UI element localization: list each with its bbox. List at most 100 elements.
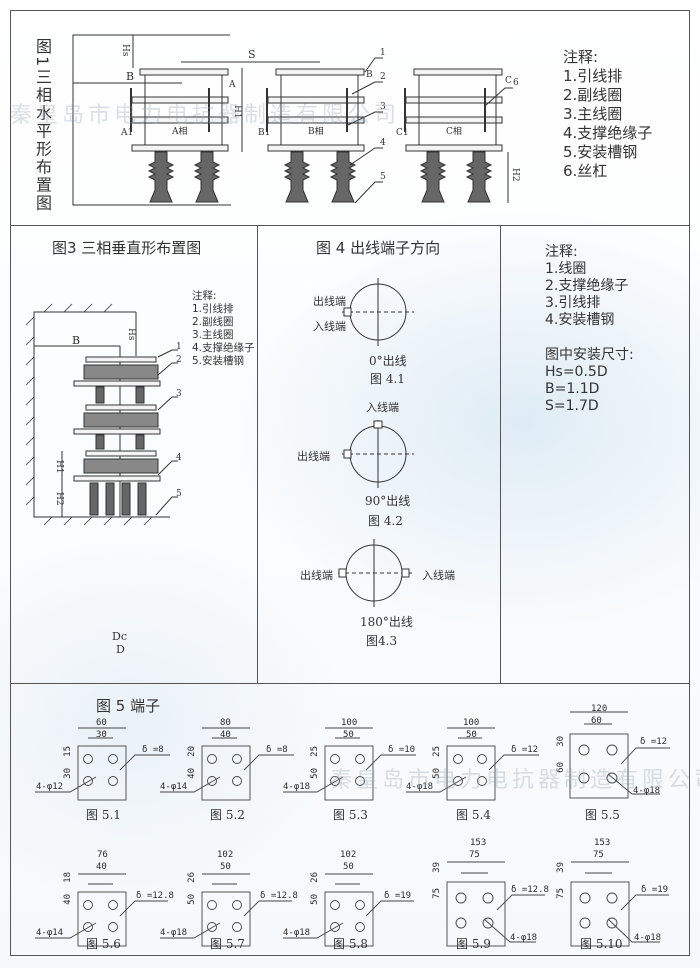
fig4-title: 图 4 出线端子方向 bbox=[316, 239, 441, 257]
watermark-top: 秦皇岛市电力电抗器制造有限公司 bbox=[10, 103, 401, 128]
fig3-note-2: 2.副线圈 bbox=[192, 316, 234, 328]
fig1-terminal-c: C bbox=[505, 76, 512, 86]
col-divider-1 bbox=[257, 225, 258, 683]
fig3-dim-h1: H1 bbox=[54, 460, 64, 474]
t56-width: 76 bbox=[97, 850, 108, 860]
fig42-out-label: 出线端 bbox=[297, 450, 330, 463]
fig1-dim-h1: H1 bbox=[232, 105, 242, 119]
fig1-phase-c: C相 bbox=[446, 127, 462, 137]
t510-top: 39 bbox=[556, 862, 566, 873]
t51-caption: 图 5.1 bbox=[86, 808, 121, 822]
fig1-dim-b: B bbox=[126, 70, 135, 83]
t59-thickness: δ =12.8 bbox=[511, 885, 549, 895]
fig41-angle: 0°出线 bbox=[369, 354, 407, 368]
fig1-terminal-a: A bbox=[229, 80, 236, 90]
t52-width: 80 bbox=[220, 718, 231, 728]
fig1-note-3: 3.主线圈 bbox=[563, 105, 623, 123]
t54-caption: 图 5.4 bbox=[456, 808, 491, 822]
fig3-title: 图3 三相垂直形布置图 bbox=[52, 239, 202, 257]
t54-pitch-x: 50 bbox=[466, 730, 477, 740]
panel-dim-b: B=1.1D bbox=[545, 381, 600, 397]
t53-caption: 图 5.3 bbox=[333, 808, 368, 822]
fig1-terminal-b: B bbox=[366, 70, 373, 80]
fig1-dim-h2: H2 bbox=[510, 168, 520, 182]
fig4-drawing bbox=[338, 278, 414, 607]
fig3-note-1: 1.引线排 bbox=[192, 303, 234, 315]
t56-pitch-y: 40 bbox=[63, 894, 73, 905]
watermark-bottom: 秦皇岛市电力电抗器制造有限公司 bbox=[330, 768, 700, 793]
t59-holes: 4-φ18 bbox=[510, 933, 538, 943]
fig43-angle: 180°出线 bbox=[360, 615, 413, 629]
fig1-terminal-b1: B1 bbox=[258, 128, 271, 138]
t51-holes: 4-φ12 bbox=[36, 782, 64, 792]
t510-pitch-x: 75 bbox=[593, 850, 604, 860]
col-divider-2 bbox=[500, 225, 501, 683]
t58-caption: 图 5.8 bbox=[333, 937, 368, 951]
fig42-caption: 图 4.2 bbox=[368, 514, 403, 528]
fig3-note-3: 3.主线圈 bbox=[192, 329, 234, 341]
t58-thickness: δ =19 bbox=[384, 891, 412, 901]
t55-top: 30 bbox=[556, 736, 566, 747]
panel-dims: 图中安装尺寸: Hs=0.5D B=1.1D S=1.7D bbox=[545, 347, 634, 415]
fig3-callout-3: 3 bbox=[176, 389, 182, 399]
fig3-callout-2: 2 bbox=[176, 355, 182, 365]
fig3-callout-1: 1 bbox=[176, 342, 182, 352]
fig43-out-label: 出线端 bbox=[300, 569, 333, 582]
t56-caption: 图 5.6 bbox=[86, 937, 121, 951]
fig3-note-5: 5.安装槽钢 bbox=[192, 355, 245, 367]
fig42-angle: 90°出线 bbox=[365, 494, 411, 508]
t56-holes: 4-φ14 bbox=[36, 928, 64, 938]
fig1-note-1: 1.引线排 bbox=[563, 67, 623, 85]
panel-note-1: 1.线圈 bbox=[545, 261, 587, 277]
panel-dim-s: S=1.7D bbox=[545, 398, 599, 414]
fig3-note-4: 4.支撑绝缘子 bbox=[192, 342, 255, 354]
fig3-dim-b: B bbox=[72, 334, 81, 347]
fig1-callout-6: 6 bbox=[513, 78, 519, 88]
fig3-plan-dim-dc: Dc bbox=[112, 630, 127, 643]
t56-thickness: δ =12.8 bbox=[136, 891, 174, 901]
t510-pitch-y: 75 bbox=[556, 888, 566, 899]
fig1-phase-b: B相 bbox=[308, 127, 324, 137]
t55-caption: 图 5.5 bbox=[585, 808, 620, 822]
t57-thickness: δ =12.8 bbox=[260, 891, 298, 901]
t59-top: 39 bbox=[432, 862, 442, 873]
fig5-drawing bbox=[35, 711, 670, 947]
t51-top: 15 bbox=[63, 746, 73, 757]
t57-top: 26 bbox=[187, 872, 197, 883]
t53-holes: 4-φ18 bbox=[283, 782, 311, 792]
outer-frame bbox=[10, 10, 690, 956]
fig41-caption: 图 4.1 bbox=[370, 372, 405, 386]
t51-width: 60 bbox=[96, 718, 107, 728]
t52-thickness: δ =8 bbox=[266, 745, 288, 755]
fig1-note-6: 6.丝杠 bbox=[563, 162, 608, 180]
panel-note-4: 4.安装槽钢 bbox=[545, 312, 615, 328]
row-divider-1 bbox=[10, 225, 690, 226]
fig5-title: 图 5 端子 bbox=[96, 697, 161, 715]
fig1-note-5: 5.安装槽钢 bbox=[563, 143, 638, 161]
t55-thickness: δ =12 bbox=[640, 737, 668, 747]
panel-dims-title: 图中安装尺寸: bbox=[545, 347, 634, 363]
t510-caption: 图 5.10 bbox=[580, 937, 623, 951]
fig1-dim-hs: Hs bbox=[120, 44, 130, 57]
t59-pitch-y: 75 bbox=[432, 888, 442, 899]
fig3-dim-h2: H2 bbox=[54, 492, 64, 506]
panel-notes: 注释: 1.线圈 2.支撑绝缘子 3.引线排 4.安装槽钢 bbox=[545, 244, 628, 329]
fig42-in-label: 入线端 bbox=[366, 401, 399, 414]
fig1-callout-2: 2 bbox=[380, 72, 386, 82]
fig1-callout-5: 5 bbox=[380, 172, 386, 182]
t53-pitch-y: 50 bbox=[310, 768, 320, 779]
t55-width: 120 bbox=[591, 704, 608, 714]
fig3-callout-5: 5 bbox=[176, 489, 182, 499]
t510-thickness: δ =19 bbox=[641, 885, 669, 895]
panel-note-3: 3.引线排 bbox=[545, 295, 601, 311]
fig1-terminal-c1: C1 bbox=[396, 128, 409, 138]
fig1-notes: 注释: 1.引线排 2.副线圈 3.主线圈 4.支撑绝缘子 5.安装槽钢 6.丝… bbox=[563, 48, 652, 181]
t55-holes: 4-φ18 bbox=[633, 786, 661, 796]
fig1-note-2: 2.副线圈 bbox=[563, 86, 623, 104]
fig41-in-label: 入线端 bbox=[313, 320, 346, 333]
t53-width: 100 bbox=[341, 718, 358, 728]
panel-dim-hs: Hs=0.5D bbox=[545, 364, 608, 380]
t56-pitch-x: 40 bbox=[96, 862, 107, 872]
t54-top: 25 bbox=[432, 746, 442, 757]
